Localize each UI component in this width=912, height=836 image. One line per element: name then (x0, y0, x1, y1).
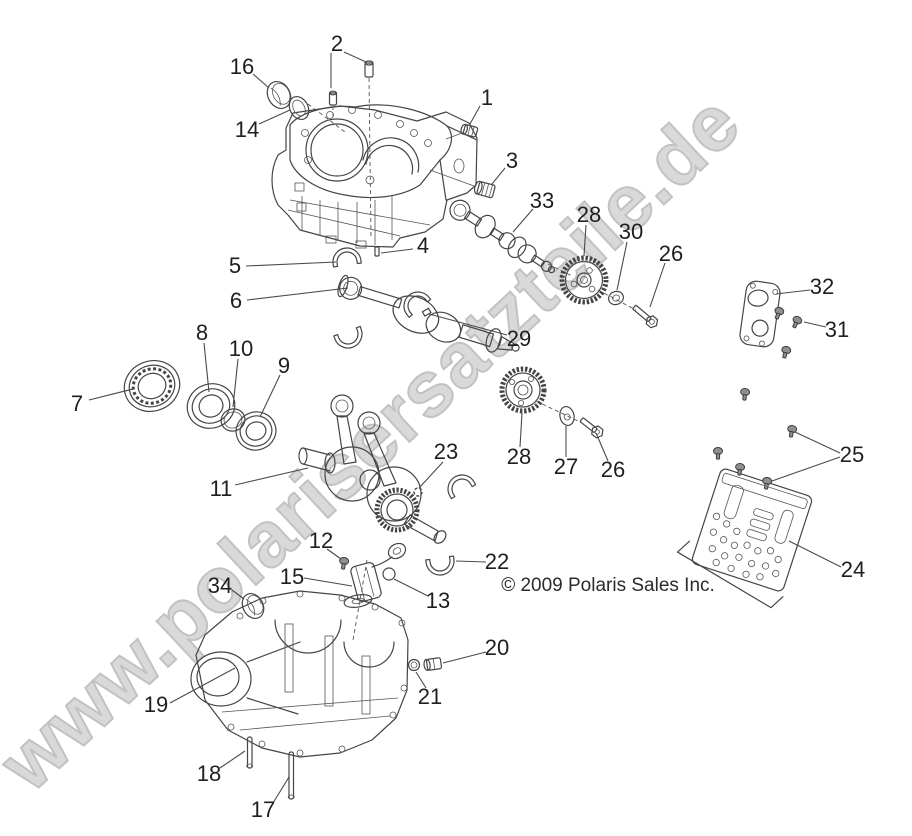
washer-30-drawing (608, 290, 624, 306)
leader-line-5 (245, 261, 337, 267)
leader-line-31 (803, 321, 827, 328)
leader-line-23 (418, 461, 444, 489)
bearing-9-drawing (235, 411, 277, 451)
pin-29-drawing (421, 307, 432, 317)
leader-line-21 (415, 671, 427, 689)
leader-line-16 (252, 73, 270, 89)
seal-14-drawing (288, 95, 310, 121)
leader-line-25 (794, 431, 841, 454)
leader-line-15 (303, 577, 353, 587)
leader-line-11 (234, 467, 309, 486)
leader-line-12 (326, 548, 342, 560)
leader-line-22 (455, 560, 487, 563)
crankshaft-drawing (298, 394, 447, 544)
oil-pump-gear-drawing (499, 366, 547, 414)
lower-crankcase-drawing (190, 590, 409, 758)
ring-21-drawing (407, 658, 421, 672)
leader-line-28 (583, 224, 587, 257)
camshaft-drawing (449, 199, 556, 274)
copyright-text: © 2009 Polaris Sales Inc. (501, 575, 715, 596)
leader-line-20 (442, 651, 487, 664)
washer-27-drawing (559, 405, 575, 427)
leader-line-2 (343, 51, 367, 63)
leader-line-13 (393, 578, 429, 597)
leader-line-25 (771, 456, 841, 482)
leader-line-18 (219, 750, 246, 769)
leader-line-28 (519, 412, 523, 448)
leader-line-8 (203, 342, 210, 393)
stud-18-drawing (246, 736, 254, 769)
oil-pickup-drawing (343, 542, 407, 641)
leader-line-19 (169, 667, 236, 704)
plug-20-drawing (423, 657, 443, 672)
plug-16-drawing (266, 81, 292, 109)
leader-line-3 (491, 167, 506, 185)
leader-line-17 (272, 776, 290, 804)
leader-line-34 (231, 589, 245, 600)
leader-line-30 (616, 241, 628, 291)
plug-34-drawing (241, 592, 265, 620)
leader-line-14 (258, 109, 291, 125)
plug-1-drawing (460, 123, 479, 138)
stud-17-drawing (287, 751, 295, 800)
leader-line-10 (232, 358, 239, 408)
leader-line-26 (595, 432, 609, 462)
leader-line-33 (512, 208, 534, 233)
bolt-26-top-drawing (632, 304, 661, 331)
leader-line-4 (380, 248, 414, 254)
leader-line-32 (775, 289, 811, 295)
ring-13-drawing (382, 567, 396, 581)
cam-gear-drawing (559, 255, 609, 305)
upper-crankcase-drawing (271, 104, 478, 249)
leader-line-6 (246, 287, 349, 301)
leader-line-7 (88, 388, 134, 401)
dowel-pins-drawing (307, 60, 380, 257)
leader-line-1 (469, 105, 481, 125)
plug-3-drawing (473, 180, 496, 199)
leader-line-24 (788, 540, 842, 568)
leader-line-9 (259, 374, 281, 418)
leader-line-26 (649, 262, 666, 308)
leader-line-29 (428, 313, 508, 336)
balance-shaft-drawing (337, 274, 520, 353)
